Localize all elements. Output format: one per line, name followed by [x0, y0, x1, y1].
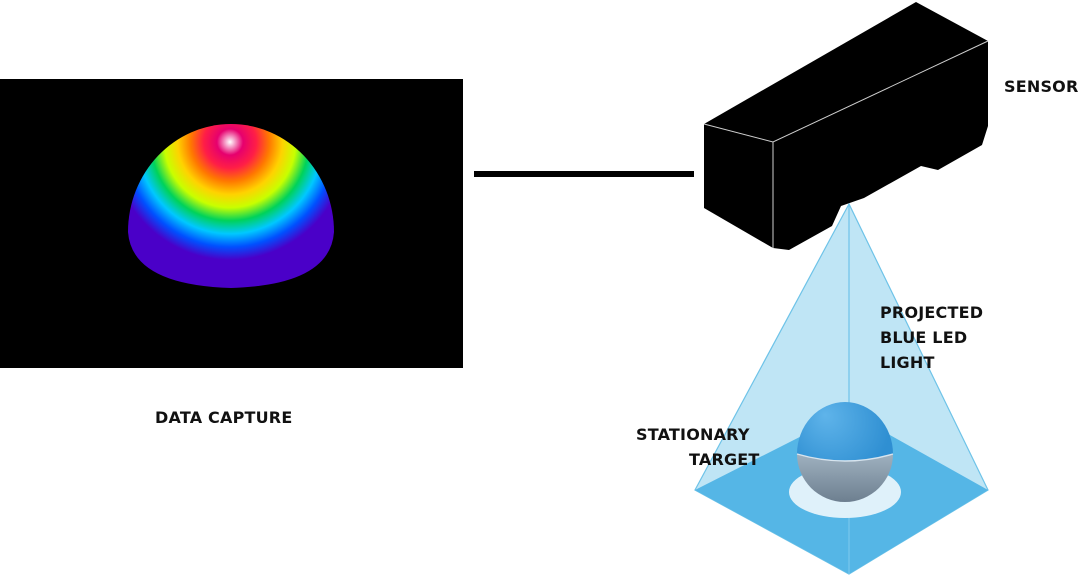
stationary-target-sphere	[796, 402, 894, 502]
sensor-body	[703, 2, 989, 250]
stationary-target-label: STATIONARY TARGET	[636, 422, 760, 472]
stationary-target-line-1: STATIONARY	[636, 425, 750, 444]
projected-light-label: PROJECTED BLUE LED LIGHT	[880, 300, 983, 375]
projected-light-line-3: LIGHT	[880, 353, 935, 372]
stationary-target-line-2: TARGET	[689, 450, 760, 469]
projected-light-line-1: PROJECTED	[880, 303, 984, 322]
sensor-label: SENSOR	[1004, 77, 1079, 96]
projected-light-line-2: BLUE LED	[880, 328, 968, 347]
data-capture-label: DATA CAPTURE	[155, 408, 293, 427]
